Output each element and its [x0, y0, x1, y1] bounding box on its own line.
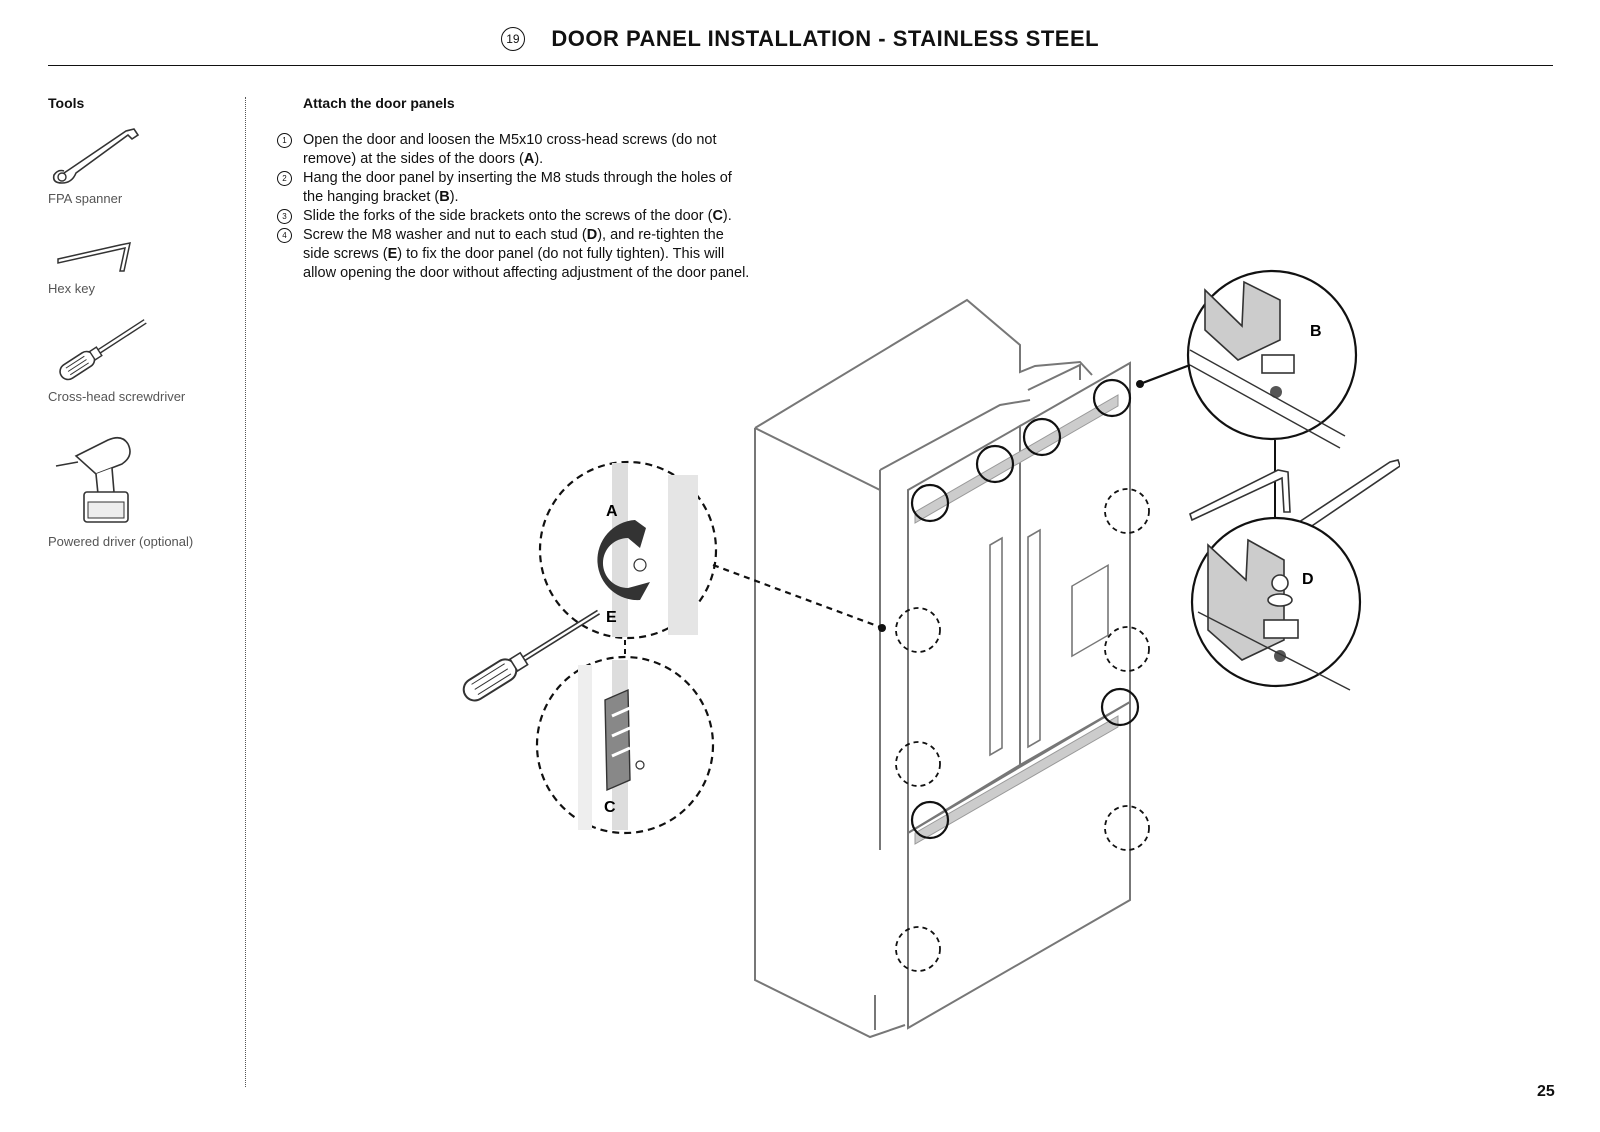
instructions-heading: Attach the door panels: [303, 95, 455, 111]
installation-illustration: A E C B: [462, 269, 1400, 1039]
tool-label: Hex key: [48, 281, 95, 296]
door-panel-left-upper: [907, 424, 1021, 835]
tool-powered-driver: Powered driver (optional): [48, 430, 193, 549]
hex-key-icon: [57, 242, 131, 272]
detail-a-e-callout: A E: [538, 460, 718, 640]
label-c: C: [604, 799, 616, 816]
detail-b-callout: B: [1186, 269, 1358, 449]
door-panel-bottom-drawer: [907, 700, 1131, 1030]
step-number: 3: [277, 209, 292, 224]
label-a: A: [606, 503, 618, 520]
label-b: B: [1310, 323, 1322, 340]
hanging-brackets: [914, 394, 1119, 845]
step-number: 2: [277, 171, 292, 186]
callout-anchor-dot: [878, 624, 886, 632]
page-number: 25: [1537, 1083, 1555, 1100]
tool-label: FPA spanner: [48, 191, 123, 206]
instruction-step: 1 Open the door and loosen the M5x10 cro…: [270, 131, 750, 169]
fpa-spanner-icon: [52, 128, 140, 184]
step-number: 1: [277, 133, 292, 148]
callout-leader-line-b: [1139, 363, 1191, 386]
refrigerator-cabinet: [754, 298, 1093, 1039]
detail-d-callout: D: [1190, 516, 1362, 691]
bracket-callout-circles: [910, 378, 1140, 840]
hex-key-illustration: [1189, 469, 1291, 522]
instruction-step: 4 Screw the M8 washer and nut to each st…: [270, 226, 750, 283]
tool-label: Cross-head screwdriver: [48, 389, 186, 404]
powered-driver-icon: [55, 436, 131, 523]
instructions: Attach the door panels 1 Open the door a…: [270, 95, 750, 283]
page-title: DOOR PANEL INSTALLATION - STAINLESS STEE…: [551, 26, 1100, 51]
header-rule: [48, 65, 1553, 66]
page-header: 19 DOOR PANEL INSTALLATION - STAINLESS S…: [0, 26, 1600, 52]
instruction-step: 3 Slide the forks of the side brackets o…: [270, 207, 750, 226]
cross-head-screwdriver-icon: [59, 319, 147, 381]
tool-fpa-spanner: FPA spanner: [48, 125, 148, 206]
tool-cross-head-screwdriver: Cross-head screwdriver: [48, 315, 185, 404]
screwdriver-illustration: [462, 609, 601, 702]
callout-leader-line: [712, 563, 881, 629]
label-e: E: [606, 609, 617, 626]
step-number: 4: [277, 228, 292, 243]
door-panel-right-upper: [1019, 361, 1131, 767]
instruction-step: 2 Hang the door panel by inserting the M…: [270, 169, 750, 207]
instruction-steps: 1 Open the door and loosen the M5x10 cro…: [270, 131, 750, 283]
callout-anchor-dot-b: [1136, 380, 1144, 388]
label-d: D: [1302, 571, 1314, 588]
tools-sidebar: Tools FPA spanner Hex key Cross-head scr…: [48, 95, 238, 549]
side-screw-callouts: [895, 488, 1150, 972]
tools-heading: Tools: [48, 95, 85, 111]
step-number-badge: 19: [500, 27, 525, 51]
tool-hex-key: Hex key: [48, 233, 148, 296]
tool-label: Powered driver (optional): [48, 534, 194, 549]
detail-c-callout: C: [535, 655, 715, 835]
dotted-divider: [245, 97, 246, 1087]
